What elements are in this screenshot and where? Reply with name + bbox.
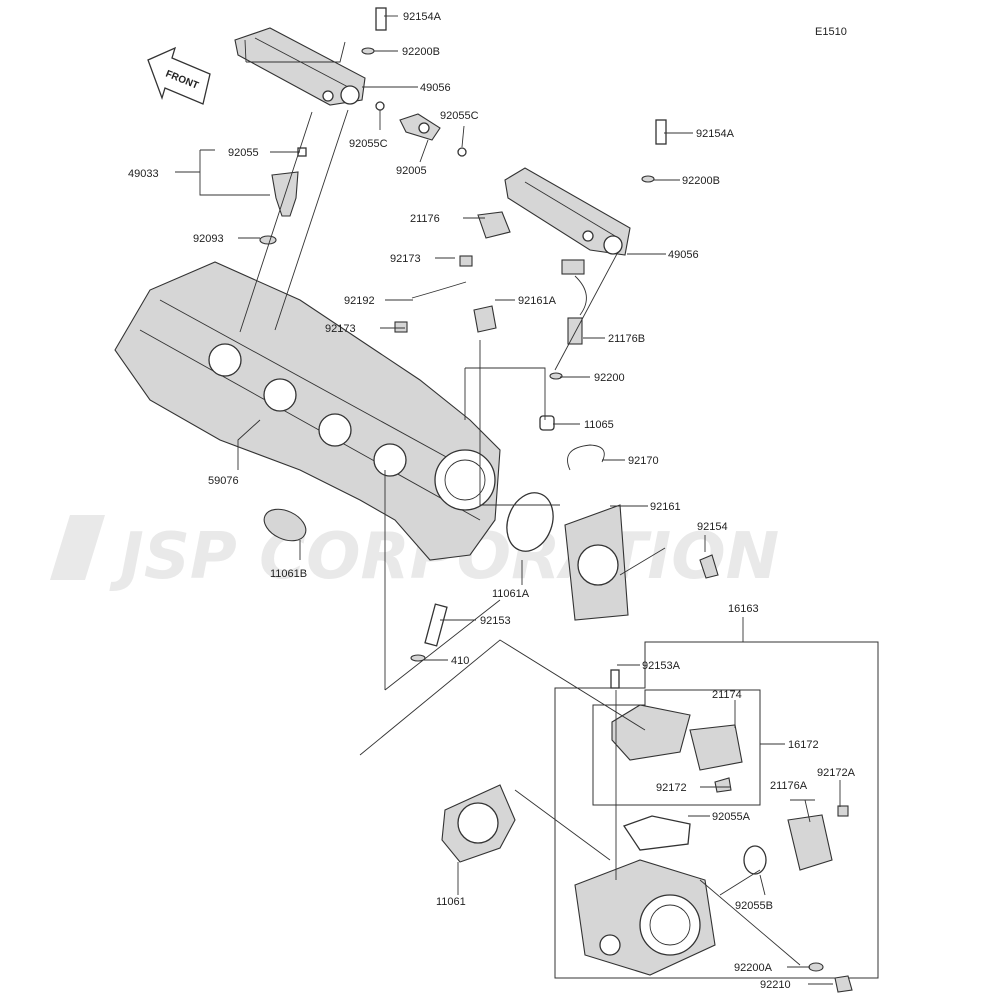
part-label-92153: 92153 (480, 615, 511, 627)
gasket-11061B (263, 508, 307, 542)
intake-manifold-59076 (114, 261, 501, 561)
part-label-92055B: 92055B (735, 900, 773, 912)
part-label-92154: 92154 (697, 521, 728, 533)
sensor-21176B (561, 259, 587, 345)
spacer-92161 (564, 504, 629, 621)
part-label-16163: 16163 (728, 603, 759, 615)
part-label-92005: 92005 (396, 165, 427, 177)
front-arrow-icon: FRONT (147, 46, 211, 105)
clamp-92173-b (394, 321, 408, 333)
part-label-92055A: 92055A (712, 811, 751, 823)
gasket-92055A (622, 815, 691, 851)
fuel-rail-lower (504, 167, 631, 256)
part-label-410: 410 (451, 655, 469, 667)
group-frame-16172 (592, 689, 761, 806)
screw-92153A (610, 669, 620, 689)
leader-lines (175, 15, 841, 985)
part-label-11061B: 11061B (270, 568, 307, 580)
part-label-92173: 92173 (325, 323, 356, 335)
part-label-21174: 21174 (712, 689, 742, 701)
part-label-92200B: 92200B (682, 175, 720, 187)
part-label-16172: 16172 (788, 739, 819, 751)
sensor-92161A (473, 305, 497, 333)
diagram-code: E1510 (815, 26, 847, 38)
part-label-92192: 92192 (344, 295, 375, 307)
part-label-92161A: 92161A (518, 295, 557, 307)
cap-11065 (539, 415, 555, 431)
housing-16172 (611, 704, 691, 761)
part-label-21176: 21176 (410, 213, 440, 225)
part-label-11065: 11065 (584, 419, 614, 431)
screw-92172 (714, 777, 732, 793)
sensor-21176A (787, 814, 833, 871)
sensor-21176 (477, 211, 511, 239)
part-label-92200A: 92200A (734, 962, 773, 974)
injector-49033 (259, 147, 307, 245)
part-label-21176A: 21176A (770, 780, 808, 792)
fuel-joint-92005 (399, 113, 441, 141)
oring-92055C-a (375, 101, 385, 111)
part-label-92173: 92173 (390, 253, 421, 265)
hose-92192 (411, 281, 467, 299)
part-label-92154A: 92154A (403, 11, 442, 23)
bolt-92154 (699, 554, 719, 579)
part-label-92093: 92093 (193, 233, 224, 245)
idle-valve-21174 (689, 724, 743, 771)
part-label-92200: 92200 (594, 372, 625, 384)
oring-11061A (506, 492, 554, 552)
screw-92172A (837, 805, 849, 817)
clip-92170 (567, 444, 605, 471)
washer-410 (410, 654, 426, 662)
part-label-92210: 92210 (760, 979, 791, 991)
fuel-rail-upper (234, 27, 366, 106)
washer-92200B-lower (641, 175, 655, 183)
part-label-49056: 49056 (668, 249, 699, 261)
part-label-92170: 92170 (628, 455, 659, 467)
part-label-59076: 59076 (208, 475, 239, 487)
part-label-21176B: 21176B (608, 333, 645, 345)
part-label-11061: 11061 (436, 896, 466, 908)
nut-92210 (834, 975, 853, 993)
washer-92200B-upper (361, 47, 375, 55)
part-label-92172: 92172 (656, 782, 687, 794)
part-label-92172A: 92172A (817, 767, 856, 779)
part-label-92154A: 92154A (696, 128, 735, 140)
gasket-11061 (441, 784, 516, 863)
washer-92200A (808, 962, 824, 972)
part-label-11061A: 11061A (492, 588, 530, 600)
part-label-92161: 92161 (650, 501, 681, 513)
oring-92055B (743, 845, 767, 875)
washer-92200 (549, 372, 563, 380)
clamp-92173-a (459, 255, 473, 267)
bolt-92153 (424, 603, 448, 647)
part-label-92055C: 92055C (440, 110, 479, 122)
part-labels: 92154A 92200B 49056 92055C 92055C 92005 … (128, 11, 856, 991)
bolt-92154A-lower (655, 119, 667, 145)
part-label-92055C: 92055C (349, 138, 388, 150)
bolt-92154A-upper (375, 7, 387, 31)
part-label-49056: 49056 (420, 82, 451, 94)
part-label-92055: 92055 (228, 147, 259, 159)
part-label-92200B: 92200B (402, 46, 440, 58)
group-frame-16163 (554, 641, 879, 979)
throttle-body (574, 859, 716, 976)
oring-92055C-b (457, 147, 467, 157)
part-label-49033: 49033 (128, 168, 159, 180)
part-label-92153A: 92153A (642, 660, 681, 672)
